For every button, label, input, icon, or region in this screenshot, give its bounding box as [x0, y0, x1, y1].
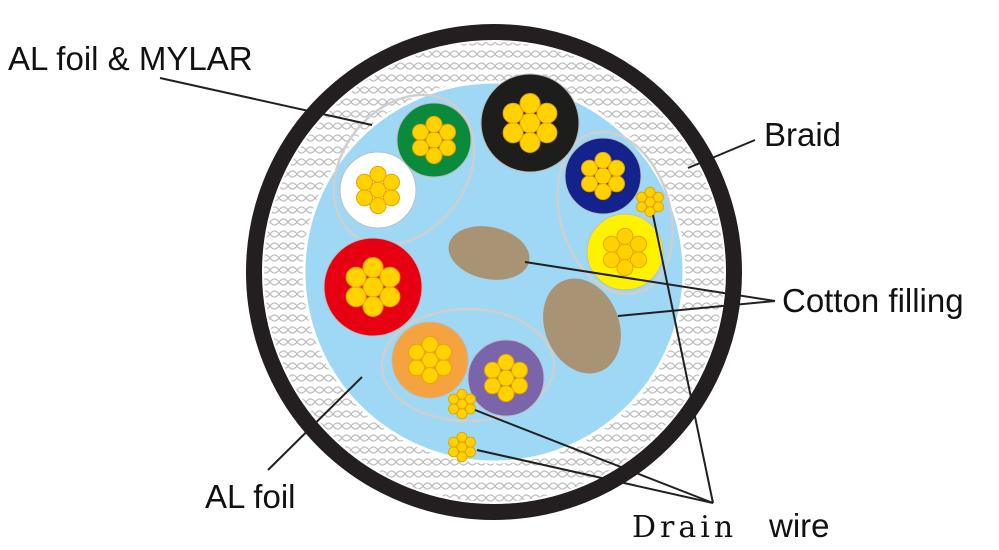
copper-strand: [497, 385, 515, 403]
copper-strand: [580, 159, 598, 177]
copper-strand: [519, 93, 541, 114]
outer-jacket: [246, 24, 742, 520]
copper-strand: [630, 235, 648, 253]
copper-strand: [519, 132, 541, 153]
copper-strand: [456, 431, 468, 443]
copper-strand: [448, 393, 460, 405]
label-cotton-filling: Cotton filling: [782, 282, 964, 319]
copper-strand: [369, 197, 387, 215]
cotton-filling-1: [448, 226, 530, 280]
copper-strand: [602, 251, 620, 269]
copper-strand: [502, 122, 524, 144]
copper-strand: [483, 377, 501, 395]
copper-strand: [345, 266, 367, 288]
copper-strand: [355, 173, 373, 191]
copper-strand: [644, 186, 656, 198]
copper-strand: [580, 175, 598, 193]
copper-strand: [456, 408, 468, 420]
blue-core: [564, 137, 642, 215]
copper-strand: [616, 259, 634, 277]
copper-strand: [439, 123, 457, 141]
copper-strand: [636, 201, 648, 213]
drain-wire-1: [636, 186, 664, 218]
copper-strand: [652, 191, 664, 203]
leader-drain-1: [652, 214, 714, 504]
drain-wire-2: [448, 388, 476, 420]
white-core: [339, 151, 417, 229]
label-drain: Drain: [632, 510, 737, 545]
black-core: [480, 73, 580, 173]
copper-strand: [456, 451, 468, 463]
copper-strand: [464, 436, 476, 448]
copper-strand: [345, 286, 367, 308]
copper-strand: [608, 159, 626, 177]
leader-cotton-1: [524, 261, 776, 302]
copper-strand: [644, 206, 656, 218]
copper-strand: [411, 139, 429, 157]
leader-drain-3: [476, 449, 714, 504]
pair-wrap-green-white: [332, 93, 476, 247]
copper-strand: [379, 266, 401, 288]
copper-strand: [355, 189, 373, 207]
pair-wrap-blue-yellow: [556, 130, 674, 296]
copper-strand: [435, 343, 453, 361]
copper-strand: [407, 343, 425, 361]
leader-drain-2: [474, 409, 714, 504]
copper-strand: [362, 257, 384, 278]
copper-strand: [594, 183, 612, 201]
label-al-foil-mylar: AL foil & MYLAR: [8, 40, 253, 77]
copper-strand: [448, 446, 460, 458]
copper-strand: [594, 151, 612, 169]
leader-al-foil-mylar: [159, 77, 373, 126]
copper-strand: [502, 102, 524, 124]
copper-strand: [425, 147, 443, 165]
red-core: [323, 237, 423, 337]
leader-cotton-2: [617, 300, 776, 317]
copper-strand: [448, 436, 460, 448]
copper-strand: [448, 403, 460, 415]
copper-strand: [407, 359, 425, 377]
copper-strand: [602, 235, 620, 253]
yellow-core: [586, 213, 664, 291]
drain-wire-3: [448, 431, 476, 463]
label-al-foil: AL foil: [205, 478, 296, 515]
copper-strand: [421, 335, 439, 353]
pair-wrap-orange-purple: [380, 307, 556, 423]
copper-strand: [383, 173, 401, 191]
copper-strand: [616, 227, 634, 245]
label-braid: Braid: [764, 116, 841, 153]
copper-strand: [369, 165, 387, 183]
copper-strand: [536, 102, 558, 124]
leader-al-foil: [267, 376, 363, 471]
label-wire: wire: [768, 507, 830, 544]
copper-strand: [497, 353, 515, 371]
copper-strand: [511, 361, 529, 379]
copper-strand: [425, 115, 443, 133]
cotton-filling-2: [543, 278, 621, 374]
purple-core: [467, 339, 545, 417]
leader-braid: [687, 139, 756, 169]
green-core: [396, 102, 472, 178]
orange-core: [391, 321, 469, 399]
copper-strand: [636, 191, 648, 203]
copper-strand: [464, 393, 476, 405]
copper-strand: [362, 296, 384, 317]
copper-strand: [411, 123, 429, 141]
copper-strand: [421, 367, 439, 385]
copper-strand: [456, 388, 468, 400]
copper-strand: [483, 361, 501, 379]
